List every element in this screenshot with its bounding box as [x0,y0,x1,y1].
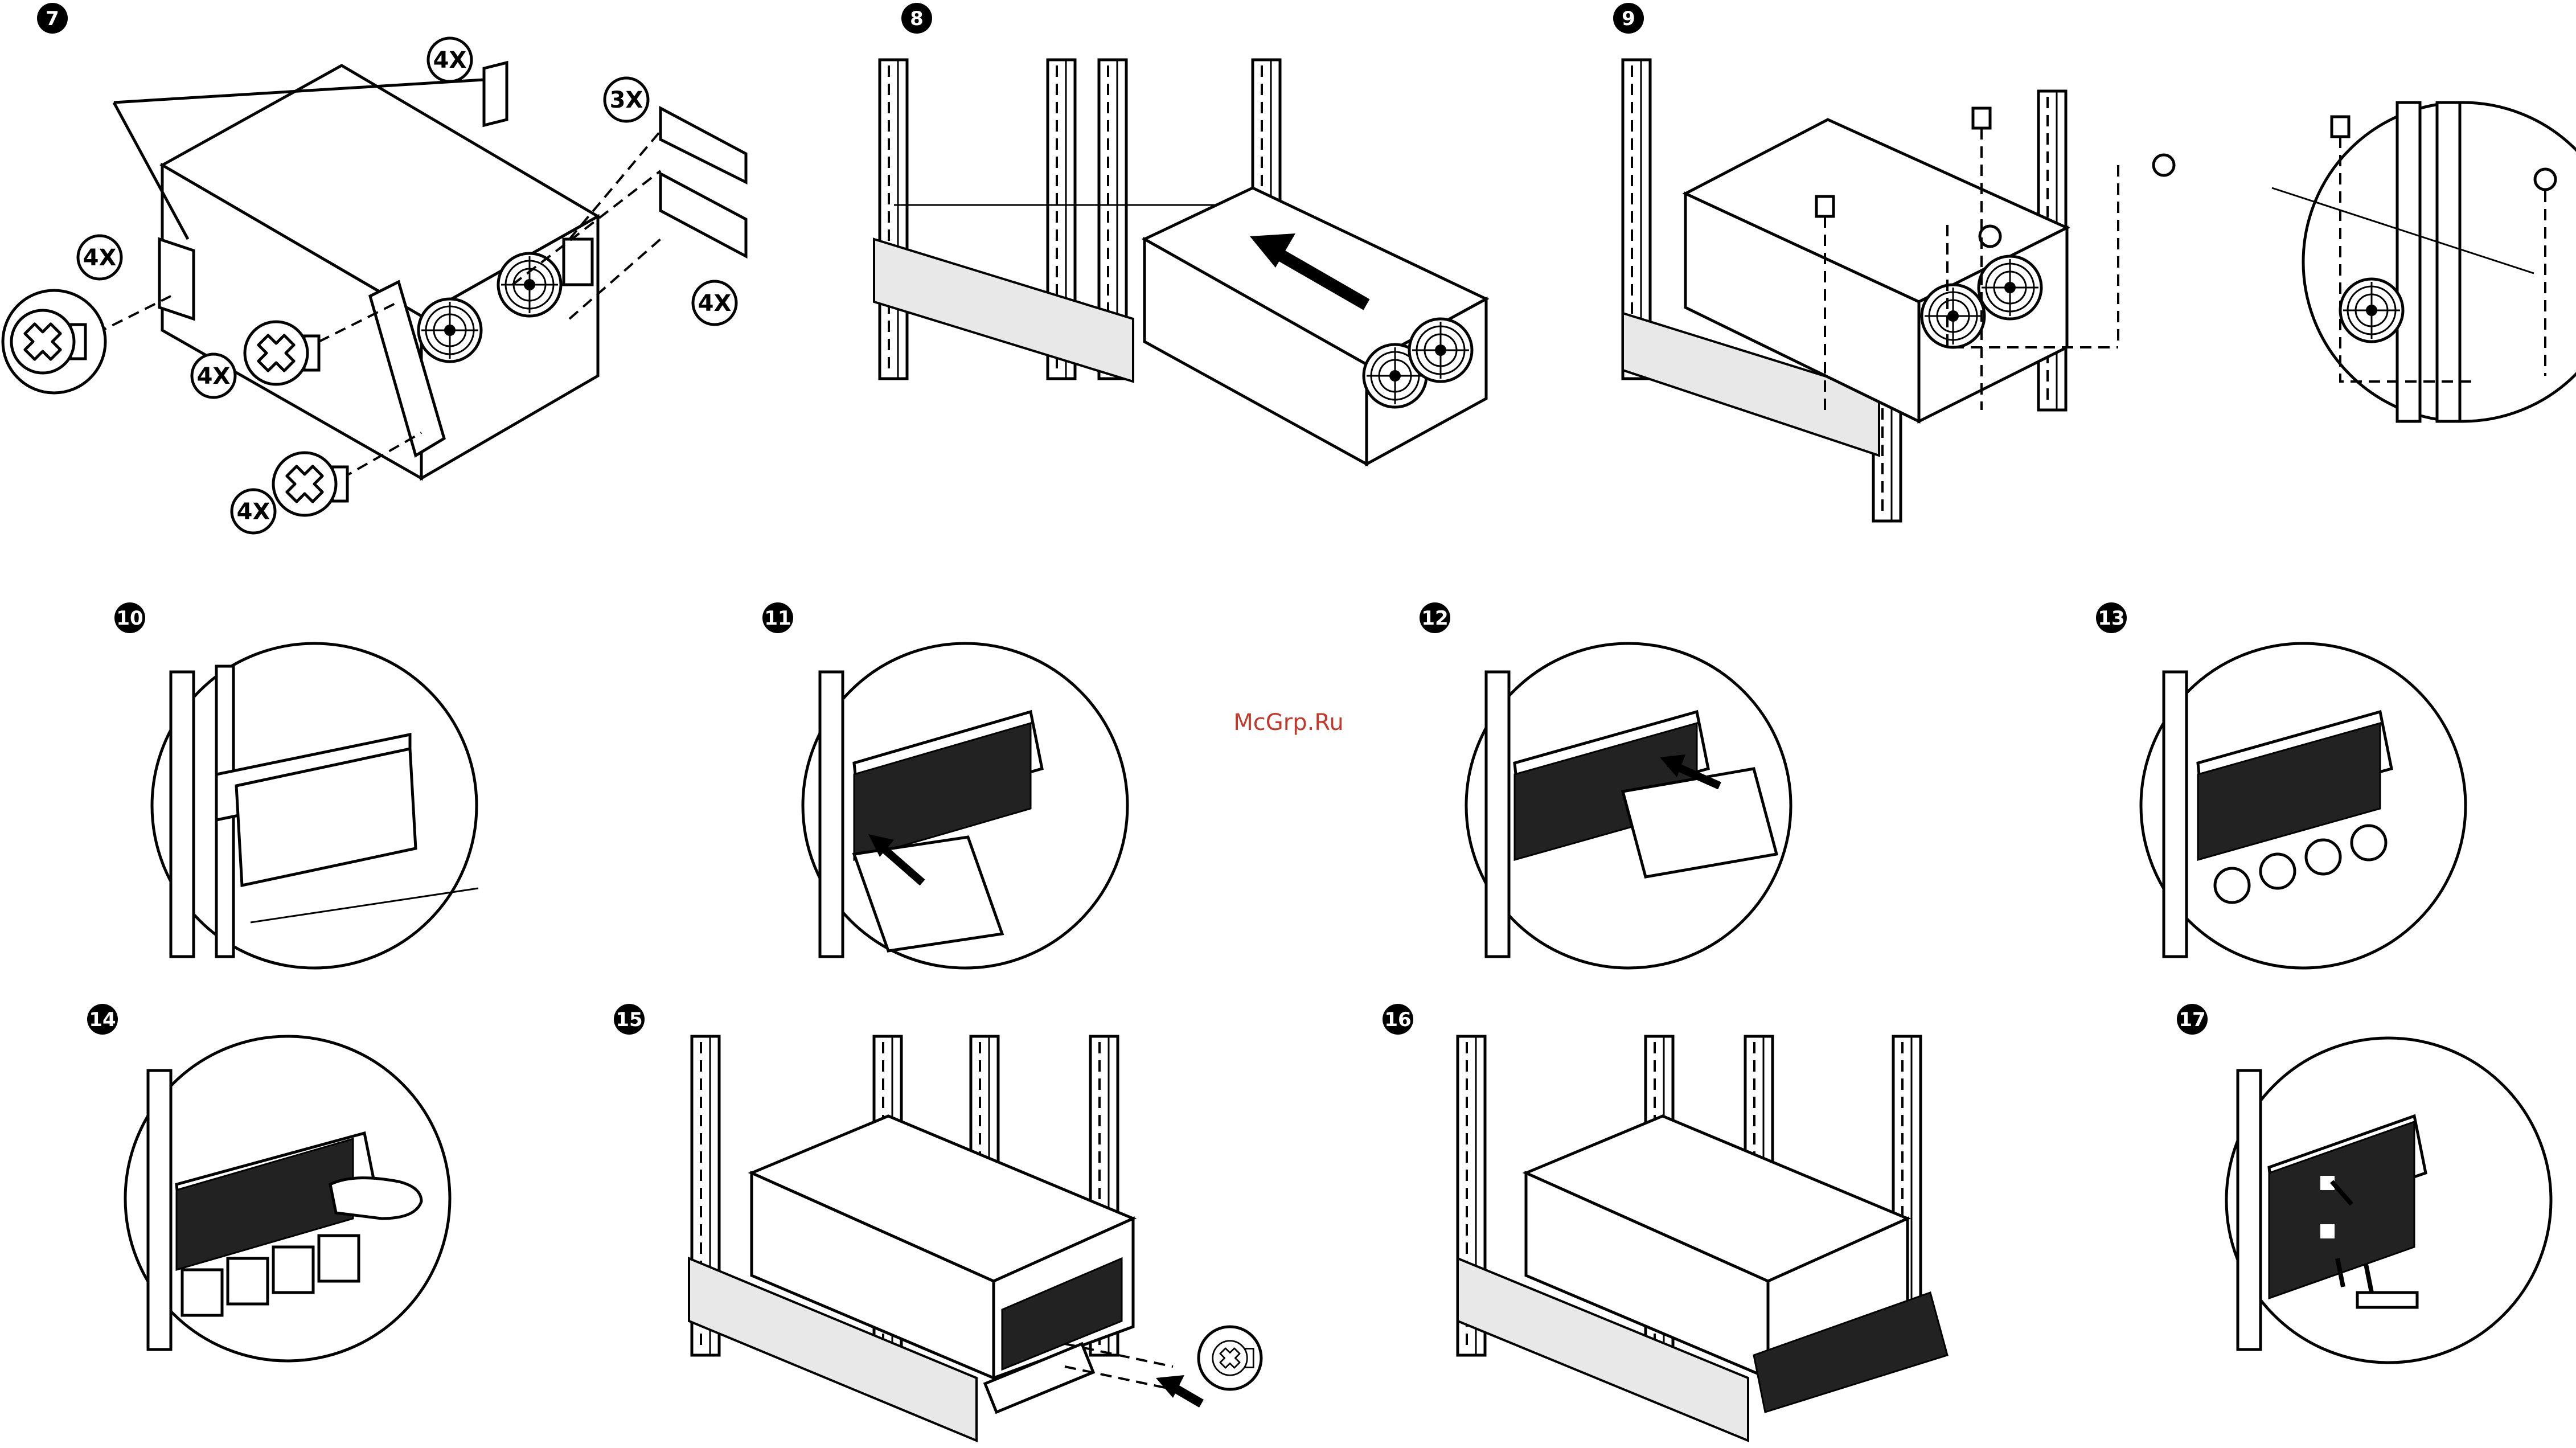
step-11-panel: 11 [762,602,1127,968]
ups-unit [1145,188,1486,464]
step-7-badge: 7 [37,3,68,34]
callout-4x: 4X [428,38,471,81]
callout-4x: 4X [78,236,121,279]
cage-nut-icon [2332,117,2349,137]
screw-icon [273,453,347,515]
step-11-badge: 11 [762,602,793,633]
watermark-text: McGrp.Ru [1233,709,1343,736]
connector-strip [2357,1293,2417,1307]
callout-4x: 4X [232,490,275,533]
step-9-panel: 9 [1613,3,2576,521]
callout-4x: 4X [192,354,235,397]
svg-text:12: 12 [1421,607,1448,630]
step-8-badge: 8 [901,3,932,34]
step-17-panel: 17 [2177,1004,2551,1363]
step-9-badge: 9 [1613,3,1644,34]
step-7-panel: 7 [3,3,746,533]
step-15-panel: 15 [614,1004,1261,1441]
step-12-panel: 12 [1420,602,1791,968]
cage-nut-icon [1816,196,1833,216]
step-17-badge: 17 [2177,1004,2208,1035]
ups-unit [162,65,598,478]
svg-text:4X: 4X [197,363,231,389]
screw-icon [2153,155,2174,175]
cage-nut-icon [1973,108,1990,128]
screw-icon [2535,169,2556,190]
svg-text:7: 7 [46,7,59,30]
callout-4x: 4X [693,281,736,325]
svg-text:16: 16 [1384,1008,1411,1031]
step-14-badge: 14 [87,1004,118,1035]
step-10-panel: 10 [114,602,478,968]
screw-icon [1980,226,2000,247]
svg-text:15: 15 [616,1008,642,1031]
detail-zoom-circle [2272,102,2576,421]
svg-text:8: 8 [910,7,924,30]
step-15-badge: 15 [614,1004,645,1035]
svg-text:4X: 4X [237,499,270,525]
callout-3x: 3X [605,78,648,121]
hand-press-icon [330,1178,421,1219]
svg-text:17: 17 [2179,1008,2205,1031]
svg-text:9: 9 [1622,7,1635,30]
step-14-panel: 14 [87,1004,450,1361]
step-13-badge: 13 [2096,602,2127,633]
screw-large-icon [3,290,105,393]
svg-text:11: 11 [764,607,791,630]
push-arrow-icon [1156,1375,1201,1404]
svg-text:4X: 4X [698,290,732,317]
svg-text:4X: 4X [433,47,467,73]
svg-text:3X: 3X [610,87,643,113]
svg-text:10: 10 [116,607,143,630]
step-10-badge: 10 [114,602,145,633]
step-16-panel: 16 [1383,1004,1947,1441]
screw-icon [1199,1327,1261,1389]
svg-text:14: 14 [89,1008,116,1031]
svg-text:13: 13 [2098,607,2124,630]
step-13-panel: 13 [2096,602,2466,968]
step-16-badge: 16 [1383,1004,1413,1035]
step-8-panel: 8 [874,3,1486,464]
step-12-badge: 12 [1420,602,1450,633]
svg-text:4X: 4X [83,245,117,271]
